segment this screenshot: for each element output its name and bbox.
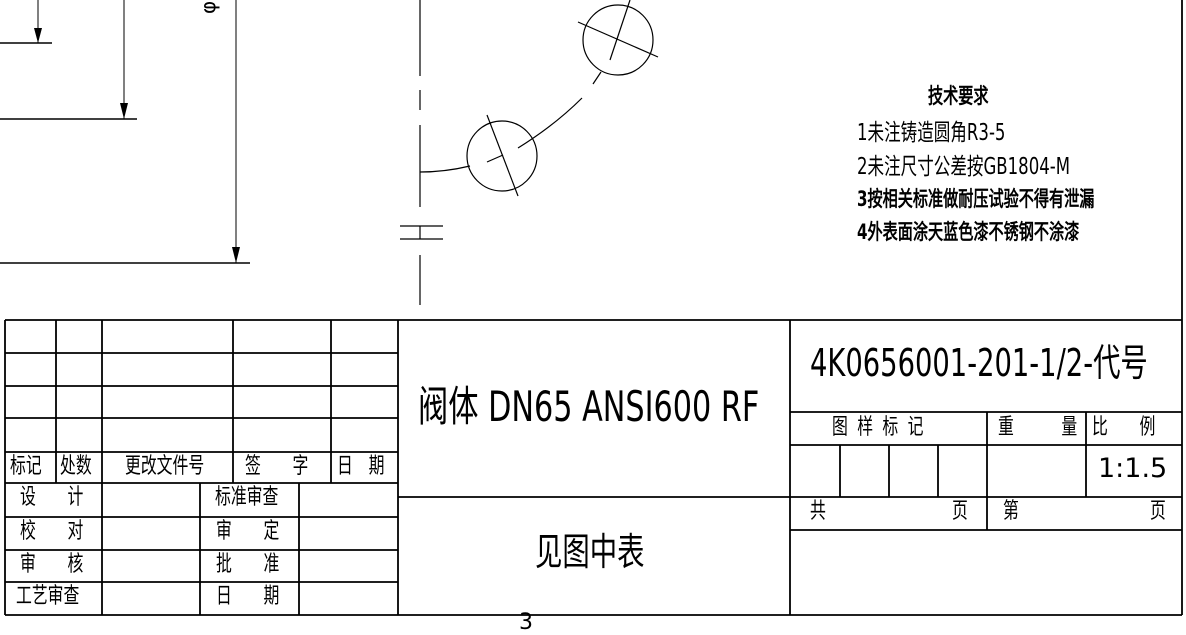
revision-header-count: 处数 [60,454,92,479]
revision-header-date: 日 期 [337,454,385,479]
tech-requirements-title: 技术要求 [928,84,989,108]
tech-requirement-item: 3按相关标准做耐压试验不得有泄漏 [857,187,1095,211]
tech-requirement-item: 2未注尺寸公差按GB1804-M [857,154,1071,180]
label-verify: 审 定 [216,519,280,544]
total-pages-unit: 页 [952,499,968,524]
sheet-label: 第 [1003,499,1019,524]
sheet-page-unit: 页 [1150,499,1166,524]
label-design: 设 计 [20,485,84,510]
sample-mark-label: 图 样 标 记 [832,415,926,440]
part-name: 阀体 DN65 ANSI600 RF [418,382,760,431]
label-review: 审 核 [20,552,84,577]
total-pages-label: 共 [810,499,826,524]
scale-value: 1:1.5 [1098,453,1168,484]
tech-requirement-item: 1未注铸造圆角R3-5 [857,120,1006,146]
tech-requirement-item: 4外表面涂天蓝色漆不锈钢不涂漆 [857,220,1080,244]
label-process-review: 工艺审查 [16,584,80,609]
revision-header-mark: 标记 [10,454,42,479]
bolt-hole-lower [466,114,538,197]
label-proofread: 校 对 [20,519,84,544]
dimension-lines [0,0,250,264]
center-line [400,0,443,305]
label-date: 日 期 [216,584,280,609]
weight-label: 重 量 [998,415,1078,440]
material-note: 见图中表 [535,530,645,574]
scale-label: 比 例 [1092,415,1156,440]
partial-dimension-label: 3 [519,610,533,635]
title-block-frame [4,0,1183,616]
drawing-number: 4K0656001-201-1/2-代号 [810,341,1148,385]
label-standard-review: 标准审查 [215,485,279,510]
bolt-hole-upper [577,0,659,76]
revision-header-signature: 签 字 [245,454,309,479]
label-approve: 批 准 [216,552,280,577]
revision-header-doc-no: 更改文件号 [125,454,205,479]
bolt-circle-arc [419,71,602,173]
diameter-symbol: φ [196,0,220,14]
